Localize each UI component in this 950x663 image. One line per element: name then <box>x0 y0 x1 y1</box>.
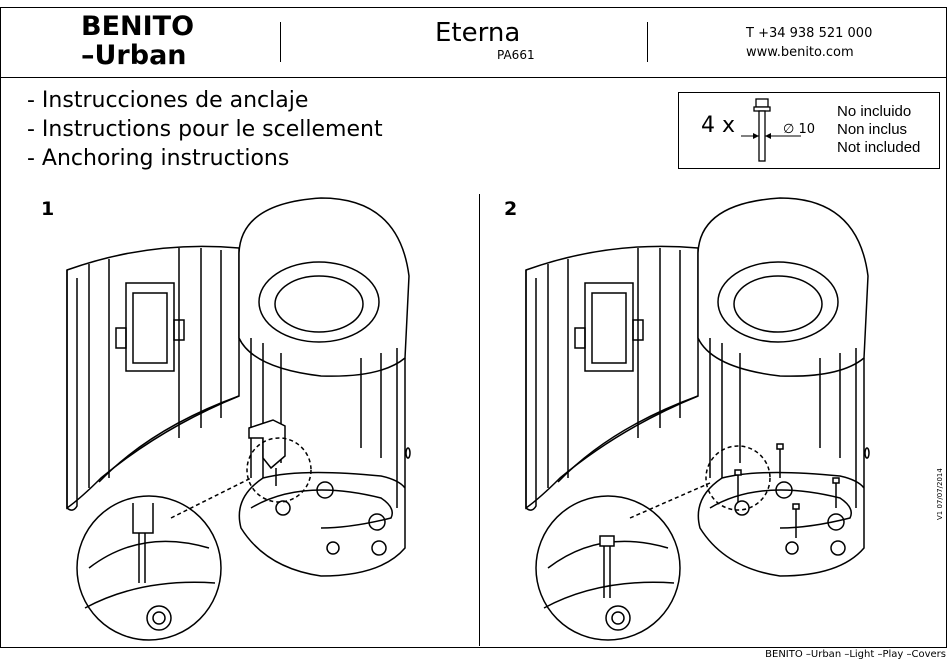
step-divider <box>479 194 480 646</box>
step-number-2: 2 <box>504 198 518 220</box>
brand-line-2: –Urban <box>81 40 187 71</box>
website: www.benito.com <box>746 45 854 60</box>
footer-catalog: BENITO –Urban –Light –Play –Covers <box>765 649 946 660</box>
title-es: - Instrucciones de anclaje <box>27 88 309 113</box>
instruction-titles: - Instrucciones de anclaje - Instruction… <box>27 86 383 173</box>
bolt-diameter: ∅ 10 <box>783 122 815 137</box>
header-rule <box>1 77 946 78</box>
hardware-box: 4 x ∅ 10 No incluido Non inclus Not incl… <box>678 92 940 169</box>
product-name: Eterna <box>435 18 521 48</box>
note-fr: Non inclus <box>837 121 908 138</box>
brand-line-1: BENITO <box>81 11 195 42</box>
note-en: Not included <box>837 139 921 156</box>
header-divider <box>280 22 281 62</box>
not-included-notes: No incluido Non inclus Not included <box>837 103 920 157</box>
header-divider <box>647 22 648 62</box>
note-es: No incluido <box>837 103 912 120</box>
title-en: - Anchoring instructions <box>27 146 290 171</box>
step-1-illustration <box>66 197 411 641</box>
version-code: V1 07/07/2014 <box>936 468 944 520</box>
phone-number: T +34 938 521 000 <box>746 26 873 41</box>
anchor-bolt-icon <box>741 98 801 162</box>
bolt-quantity: 4 x <box>701 113 736 138</box>
brand-logo: BENITO –Urban <box>81 12 194 70</box>
contact-block: T +34 938 521 000 www.benito.com <box>746 24 872 62</box>
instruction-sheet: BENITO –Urban Eterna PA661 T +34 938 521… <box>0 7 947 648</box>
step-2-illustration <box>525 197 870 641</box>
step-number-1: 1 <box>41 198 55 220</box>
product-code: PA661 <box>497 48 535 62</box>
title-fr: - Instructions pour le scellement <box>27 117 383 142</box>
